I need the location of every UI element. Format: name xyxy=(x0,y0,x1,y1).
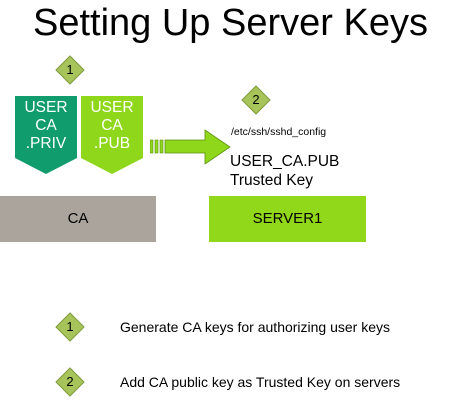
legend-1-number: 1 xyxy=(66,319,74,334)
legend-1-text: Generate CA keys for authorizing user ke… xyxy=(120,319,391,335)
pub-label-line-2: CA xyxy=(101,117,123,134)
step-1-number: 1 xyxy=(66,62,74,77)
server1-box: SERVER1 xyxy=(209,196,366,242)
legend-2-number: 2 xyxy=(66,374,74,389)
page-title: Setting Up Server Keys xyxy=(33,2,428,44)
diamond-shape-icon xyxy=(55,367,85,397)
step-2-badge: 2 xyxy=(241,85,271,115)
right-arrow-icon xyxy=(150,129,231,165)
config-path: /etc/ssh/sshd_config xyxy=(231,126,327,138)
priv-label-line-2: CA xyxy=(35,117,57,134)
legend-2-badge: 2 xyxy=(55,367,85,397)
pentagon-shape-icon xyxy=(15,96,77,174)
priv-label-line-1: USER xyxy=(24,99,68,116)
diamond-shape-icon xyxy=(55,312,85,342)
legend-1-badge: 1 xyxy=(55,312,85,342)
pub-label-line-3: .PUB xyxy=(93,135,131,152)
ca-private-key: USER CA .PRIV xyxy=(15,96,77,174)
legend-2-text: Add CA public key as Trusted Key on serv… xyxy=(120,374,401,390)
pentagon-shape-icon xyxy=(81,96,143,174)
trusted-key-line-1: USER_CA.PUB xyxy=(230,153,340,170)
ca-box: CA xyxy=(0,196,156,242)
pub-label-line-1: USER xyxy=(90,99,134,116)
step-1-badge: 1 xyxy=(55,55,85,85)
step-2-number: 2 xyxy=(252,92,260,107)
trusted-key-line-2: Trusted Key xyxy=(230,172,313,189)
diamond-shape-icon xyxy=(241,85,271,115)
diamond-shape-icon xyxy=(55,55,85,85)
ca-public-key: USER CA .PUB xyxy=(81,96,143,174)
priv-label-line-3: .PRIV xyxy=(25,135,67,152)
